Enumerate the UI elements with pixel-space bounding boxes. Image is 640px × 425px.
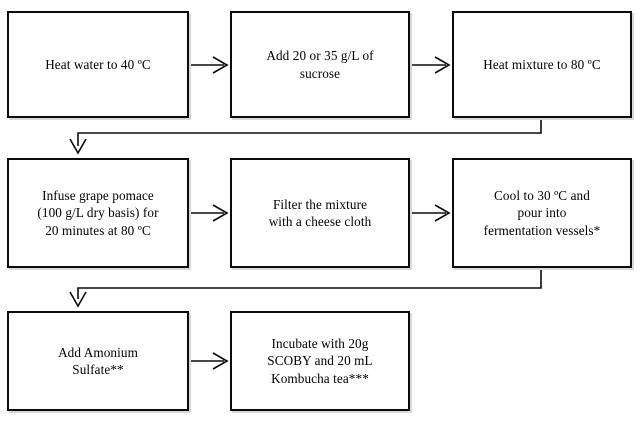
edge-node2-node3 (412, 56, 451, 74)
edge-node6-node7 (69, 270, 542, 308)
edge-node3-node4 (69, 120, 542, 155)
process-step-label: Cool to 30 ºC and pour into fermentation… (483, 187, 601, 238)
edge-node1-node2 (191, 56, 229, 74)
process-step-label: Incubate with 20g SCOBY and 20 mL Kombuc… (267, 335, 373, 386)
edge-node7-node8 (191, 352, 229, 370)
edge-node4-node5 (191, 204, 229, 222)
process-step-label: Heat mixture to 80 ºC (483, 56, 601, 72)
process-step-infuse-grape-pomace: Infuse grape pomace (100 g/L dry basis) … (7, 158, 189, 268)
process-step-label: Heat water to 40 ºC (45, 56, 151, 72)
process-step-label: Filter the mixture with a cheese cloth (268, 196, 372, 230)
process-step-label: Add 20 or 35 g/L of sucrose (266, 48, 374, 81)
process-step-incubate-scoby: Incubate with 20g SCOBY and 20 mL Kombuc… (230, 311, 410, 411)
process-step-cool-and-pour: Cool to 30 ºC and pour into fermentation… (452, 158, 632, 268)
process-step-heat-mixture: Heat mixture to 80 ºC (452, 11, 632, 118)
process-step-add-sucrose: Add 20 or 35 g/L of sucrose (230, 11, 410, 118)
process-step-add-amonium-sulfate: Add Amonium Sulfate** (7, 311, 189, 411)
process-step-label: Add Amonium Sulfate** (58, 344, 138, 378)
process-step-label: Infuse grape pomace (100 g/L dry basis) … (37, 187, 159, 238)
edge-node5-node6 (412, 204, 451, 222)
process-step-filter-mixture: Filter the mixture with a cheese cloth (230, 158, 410, 268)
process-step-heat-water: Heat water to 40 ºC (7, 11, 189, 118)
